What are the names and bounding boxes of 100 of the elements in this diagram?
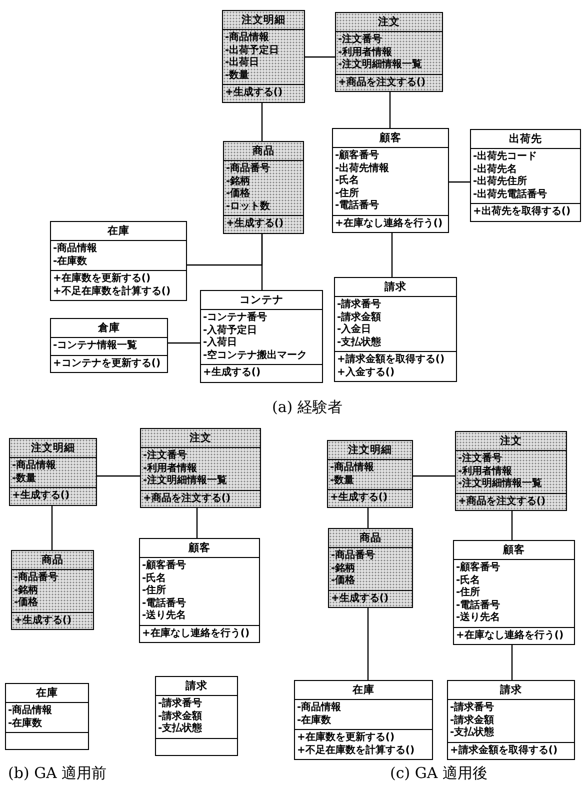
member-text: +不足在庫数を計算する() xyxy=(53,286,172,298)
member-text: +不足在庫数を計算する() xyxy=(297,744,416,757)
member-text: -入金日 xyxy=(337,324,372,336)
member-text: -請求金額 xyxy=(337,312,382,324)
member-text: -注文明細情報一覧 xyxy=(458,478,544,490)
class-box xyxy=(328,528,413,608)
member-text: -商品番号 xyxy=(226,163,272,176)
class-box xyxy=(453,540,575,645)
member-text: -注文明細情報一覧 xyxy=(338,59,424,72)
member-text: -商品情報 xyxy=(53,243,98,255)
class-name: 顧客 xyxy=(378,130,402,146)
member-text: +請求金額を取得する() xyxy=(337,354,446,366)
class-box xyxy=(139,538,260,643)
class-box xyxy=(455,431,567,511)
class-name: 請求 xyxy=(384,280,408,295)
class-box xyxy=(5,683,89,750)
member-text: -出荷日 xyxy=(225,57,260,70)
member-text: -在庫数 xyxy=(297,714,332,727)
member-text: +生成する() xyxy=(203,367,262,380)
member-text: -利用者情報 xyxy=(143,462,198,474)
member-text: +生成する() xyxy=(225,87,284,100)
association-line xyxy=(511,645,513,680)
association-line xyxy=(449,181,470,183)
association-line xyxy=(187,234,263,266)
member-text: -在庫数 xyxy=(53,256,88,268)
member-text: -顧客番号 xyxy=(142,560,188,572)
member-text: -請求番号 xyxy=(337,299,382,312)
member-text: -注文明細情報一覧 xyxy=(143,475,228,488)
member-text: +コンテナを更新する() xyxy=(53,358,162,370)
member-text: -支払状態 xyxy=(337,336,382,349)
member-text: -請求番号 xyxy=(450,702,496,714)
member-text: -数量 xyxy=(12,472,38,485)
class-name: 注文明細 xyxy=(240,12,286,28)
class-name: 商品 xyxy=(252,144,276,159)
member-text: -商品情報 xyxy=(12,460,58,472)
class-box xyxy=(9,438,97,506)
class-name: 商品 xyxy=(40,553,64,568)
member-text: -請求金額 xyxy=(158,710,204,722)
member-text: -住所 xyxy=(142,585,168,598)
member-text: -商品情報 xyxy=(330,462,376,474)
class-box xyxy=(447,680,575,760)
class-name: 注文明細 xyxy=(347,442,393,458)
member-text: -出荷先名 xyxy=(473,164,518,176)
member-text: -コンテナ情報一覧 xyxy=(53,340,138,352)
class-name: 注文 xyxy=(377,14,401,30)
association-line xyxy=(367,508,369,528)
class-box xyxy=(11,550,94,630)
member-text: -支払状態 xyxy=(158,723,204,736)
class-name: 在庫 xyxy=(352,682,376,698)
member-text: +請求金額を取得する() xyxy=(450,744,559,757)
member-text: -価格 xyxy=(226,188,252,200)
member-text: -送り先名 xyxy=(142,610,188,622)
member-text: -銘柄 xyxy=(331,562,356,574)
member-text: -氏名 xyxy=(335,175,360,188)
class-name: 請求 xyxy=(499,683,523,698)
class-name: 商品 xyxy=(358,531,382,546)
member-text: -銘柄 xyxy=(14,584,40,596)
member-text: +生成する() xyxy=(331,592,390,605)
association-line xyxy=(413,475,455,477)
class-box xyxy=(223,141,304,234)
class-name: 在庫 xyxy=(106,224,130,239)
member-text: -注文番号 xyxy=(338,34,384,46)
class-name: コンテナ xyxy=(238,293,284,308)
member-text: +在庫なし連絡を行う() xyxy=(335,218,444,230)
member-text: +在庫なし連絡を行う() xyxy=(456,630,565,642)
member-text: +生成する() xyxy=(12,490,71,502)
class-box xyxy=(327,440,413,508)
class-box xyxy=(155,676,238,756)
member-text: -商品番号 xyxy=(331,550,376,562)
association-line xyxy=(511,511,513,540)
class-box xyxy=(332,128,449,233)
class-box xyxy=(335,12,443,92)
member-text: +商品を注文する() xyxy=(458,496,547,508)
member-text: -数量 xyxy=(225,70,250,82)
association-line xyxy=(305,56,335,58)
member-text: -注文番号 xyxy=(143,450,188,462)
member-text: -在庫数 xyxy=(8,718,44,730)
member-text: -商品情報 xyxy=(8,705,54,717)
member-text: +在庫なし連絡を行う() xyxy=(142,628,251,640)
class-box xyxy=(334,277,457,382)
member-text: -数量 xyxy=(330,474,356,487)
member-text: -出荷先電話番号 xyxy=(473,188,548,201)
class-box xyxy=(140,428,261,508)
association-line xyxy=(196,508,198,538)
class-name: 注文 xyxy=(499,434,523,449)
class-box xyxy=(470,129,581,222)
member-text: -利用者情報 xyxy=(338,46,394,58)
figure-caption: (a) 経験者 xyxy=(272,398,342,417)
member-text: -出荷先情報 xyxy=(335,162,390,174)
member-text: -顧客番号 xyxy=(456,562,502,574)
association-line xyxy=(97,475,140,477)
member-text: -出荷予定日 xyxy=(225,44,280,56)
member-text: -支払状態 xyxy=(450,727,496,740)
figure-caption: (b) GA 適用前 xyxy=(8,764,107,783)
member-text: -住所 xyxy=(335,188,360,200)
member-text: -出荷先コード xyxy=(473,151,538,164)
class-name: 顧客 xyxy=(187,540,212,556)
member-text: -顧客番号 xyxy=(335,150,380,162)
member-text: -出荷先住所 xyxy=(473,176,528,188)
member-text: -電話番号 xyxy=(142,598,188,610)
